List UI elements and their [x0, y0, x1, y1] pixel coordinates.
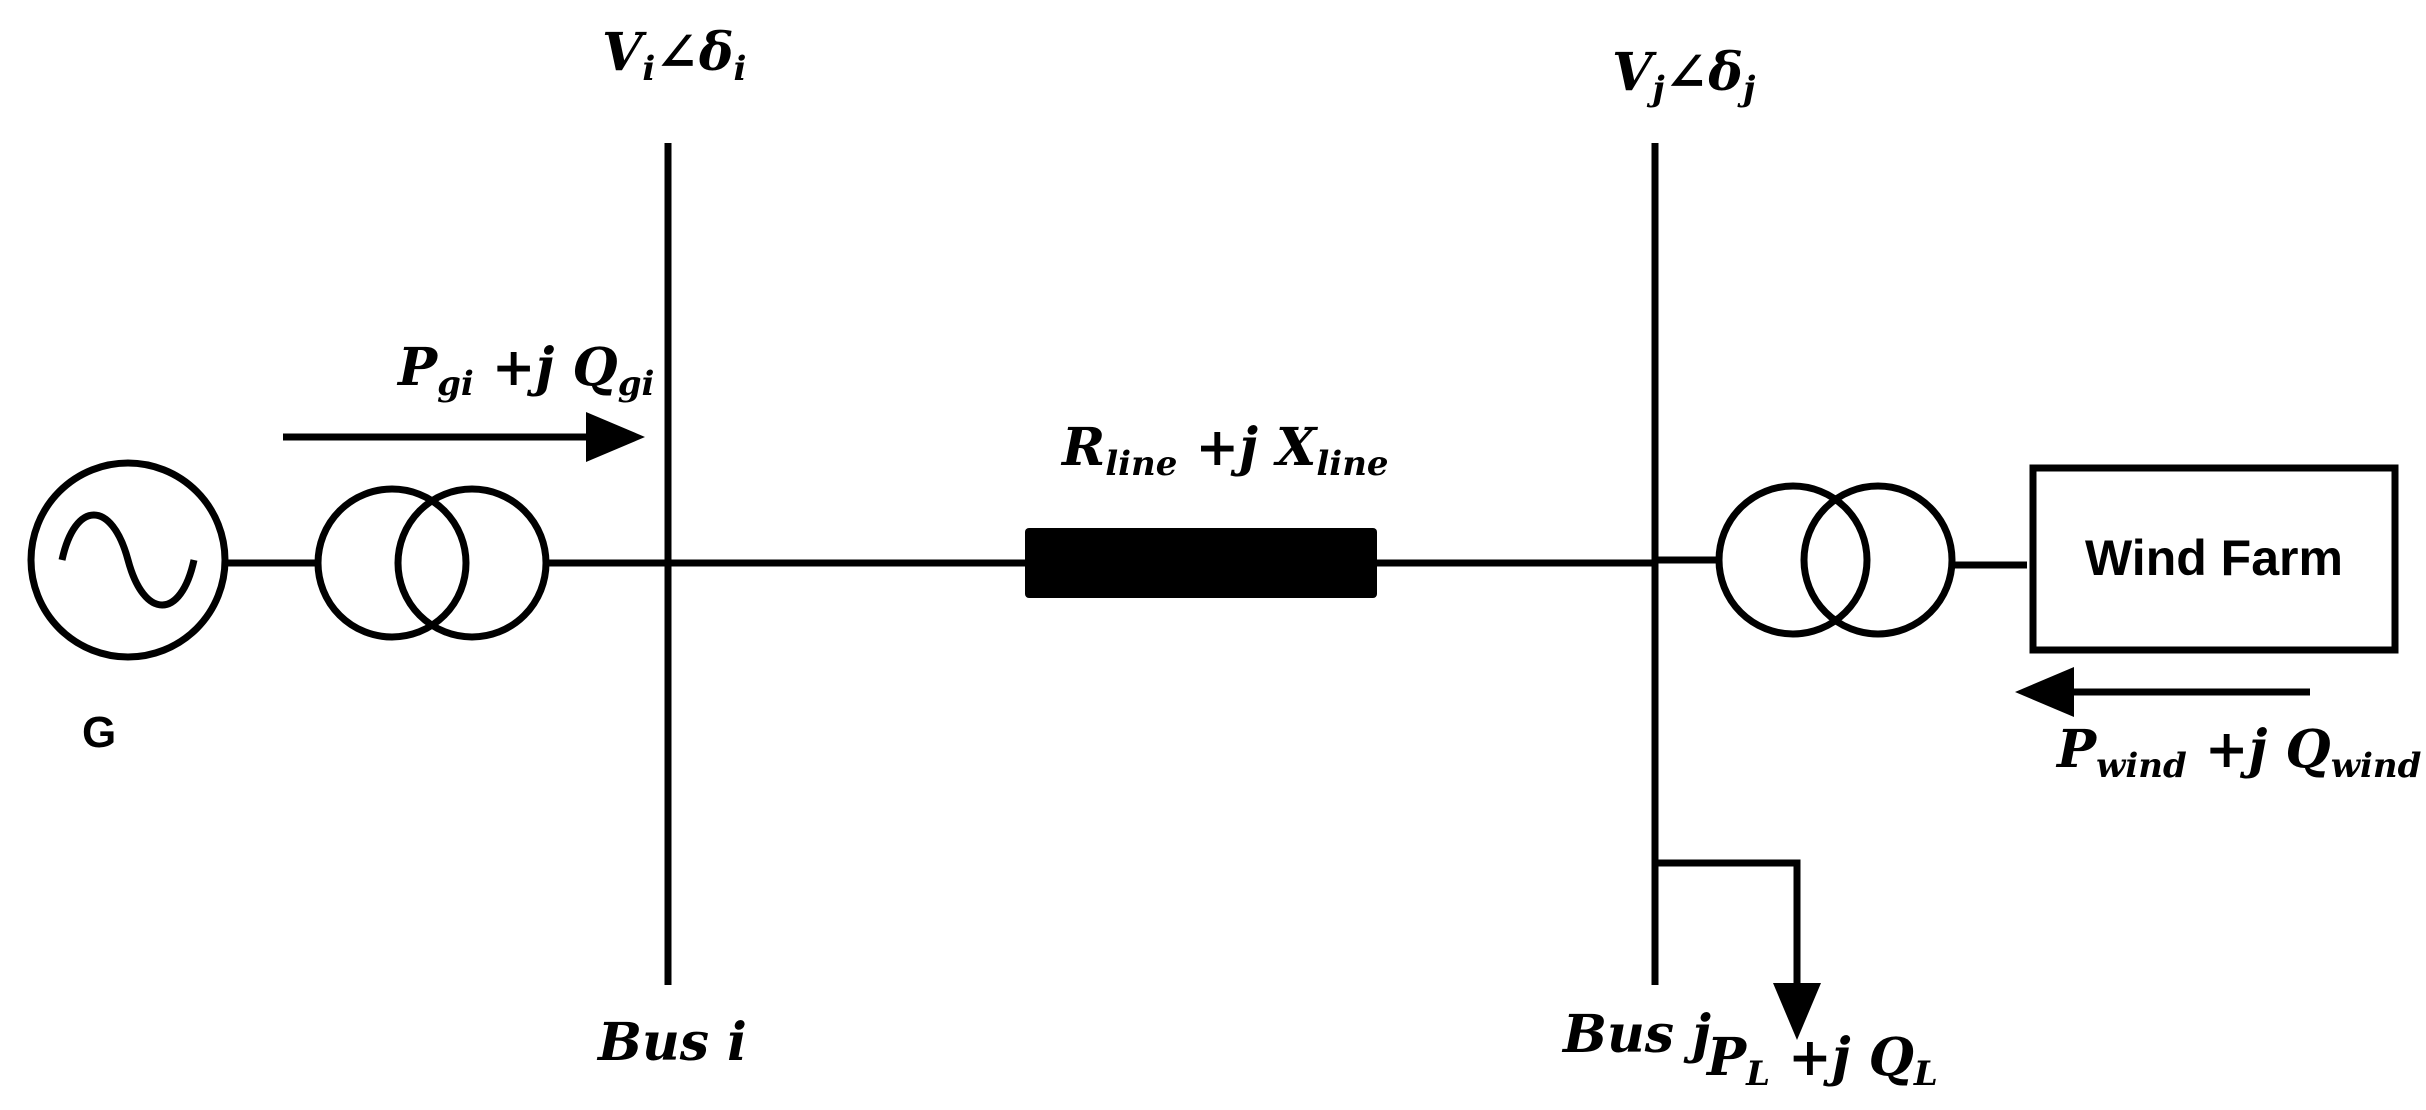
bus-i-label: Bus i [596, 1012, 747, 1073]
line-impedance-block [1025, 528, 1377, 598]
wind-transformer [1715, 482, 1956, 638]
load-power-label: PL +j QL [1705, 1027, 1938, 1094]
transformer-winding-primary [1715, 482, 1871, 638]
generator-transformer [314, 485, 550, 641]
gen-power-arrow-head [586, 412, 645, 462]
load-arrow-head [1773, 983, 1821, 1040]
transformer-winding-secondary [394, 485, 550, 641]
bus-j-voltage-label: Vj∠δj [1612, 42, 1756, 109]
transformer-winding-primary [314, 485, 470, 641]
wind-farm-box [2029, 464, 2399, 654]
gen-power-label: Pgi +j Qgi [396, 337, 654, 404]
wind-power-label: Pwind +j Qwind [2055, 719, 2422, 786]
bus-j-label: Bus j [1561, 1004, 1711, 1065]
generator-label: G [82, 708, 116, 757]
bus-i-voltage-label: Vi∠δi [602, 22, 746, 89]
line-impedance-label: Rline +j Xline [1060, 417, 1389, 484]
transformer-winding-secondary [1800, 482, 1956, 638]
wind-power-arrow-head [2015, 667, 2074, 717]
wind-farm-label: Wind Farm [2085, 530, 2343, 586]
load-feeder [1655, 859, 1801, 985]
generator [27, 459, 229, 661]
sine-wave-icon [58, 511, 198, 609]
